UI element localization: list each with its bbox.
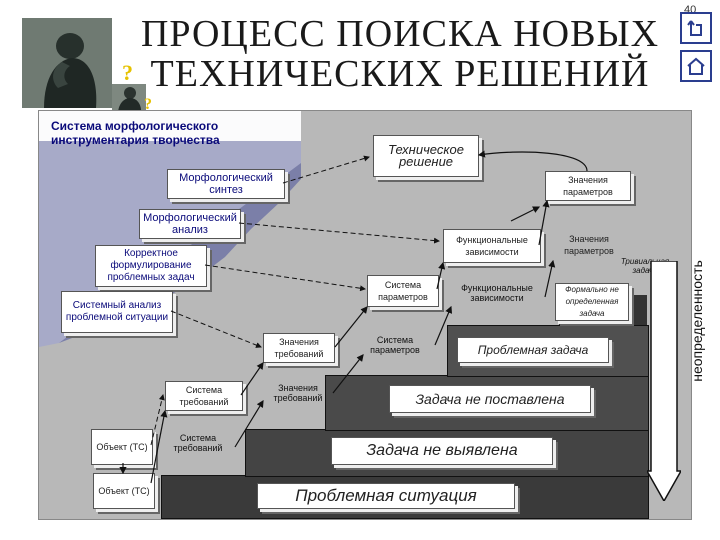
- object-2-box: Объект (ТС): [93, 473, 155, 509]
- morph-system-label: Система морфологического инструментария …: [51, 119, 220, 147]
- object-1-box: Объект (ТС): [91, 429, 153, 465]
- task-not-set-box: Задача не поставлена: [389, 385, 591, 413]
- home-icon: [687, 57, 705, 75]
- diagram-panel: Проблемная ситуация Задача не выявлена З…: [38, 110, 705, 520]
- req-system-1-box: Система требований: [165, 381, 243, 411]
- morph-synthesis-box: Морфологический синтез: [167, 169, 285, 199]
- task-not-identified-box: Задача не выявлена: [331, 437, 553, 465]
- title-line-1: ПРОЦЕСС ПОИСКА НОВЫХ: [140, 13, 660, 55]
- title-line-2: ТЕХНИЧЕСКИХ РЕШЕНИЙ: [150, 53, 650, 95]
- system-analysis-box: Системный анализ проблемной ситуации: [61, 291, 173, 333]
- nav-home-button[interactable]: [680, 50, 712, 82]
- functional-deps-1-box: Функциональные зависимости: [443, 229, 541, 263]
- problem-task-box: Проблемная задача: [457, 337, 609, 363]
- question-mark-small-icon: ?: [144, 96, 152, 113]
- param-system-2-label: Система параметров: [370, 335, 420, 355]
- page-title: ПРОЦЕСС ПОИСКА НОВЫХ ТЕХНИЧЕСКИХ РЕШЕНИЙ: [130, 14, 670, 94]
- morph-analysis-box: Морфологический анализ: [139, 209, 241, 239]
- question-mark-icon: ?: [122, 60, 133, 85]
- req-values-2-label: Значения требований: [273, 383, 323, 403]
- param-system-1-box: Система параметров: [367, 275, 439, 307]
- trivial-task-label: Тривиальная задача: [620, 257, 670, 275]
- thinker-small-icon: [112, 84, 146, 114]
- thinker-statue-icon: [22, 18, 112, 108]
- nav-back-button[interactable]: [680, 12, 712, 44]
- tech-solution-box: Техническое решение: [373, 135, 479, 177]
- uncertainty-label: неопределенность: [689, 260, 705, 382]
- problem-situation-box: Проблемная ситуация: [257, 483, 515, 509]
- param-values-1-box: Значения параметров: [545, 171, 631, 201]
- req-system-2-label: Система требований: [173, 433, 223, 453]
- param-values-2-label: Значения параметров: [549, 229, 629, 261]
- correct-formulation-box: Корректное формулирование проблемных зад…: [95, 245, 207, 287]
- formally-defined-box: Формально не определенная задача: [555, 283, 629, 321]
- connector-arrows: [119, 150, 588, 484]
- functional-deps-2-label: Функциональные зависимости: [461, 283, 533, 303]
- return-arrow-icon: [687, 20, 702, 36]
- uncertainty-arrow: [647, 261, 681, 501]
- req-values-1-box: Значения требований: [263, 333, 335, 363]
